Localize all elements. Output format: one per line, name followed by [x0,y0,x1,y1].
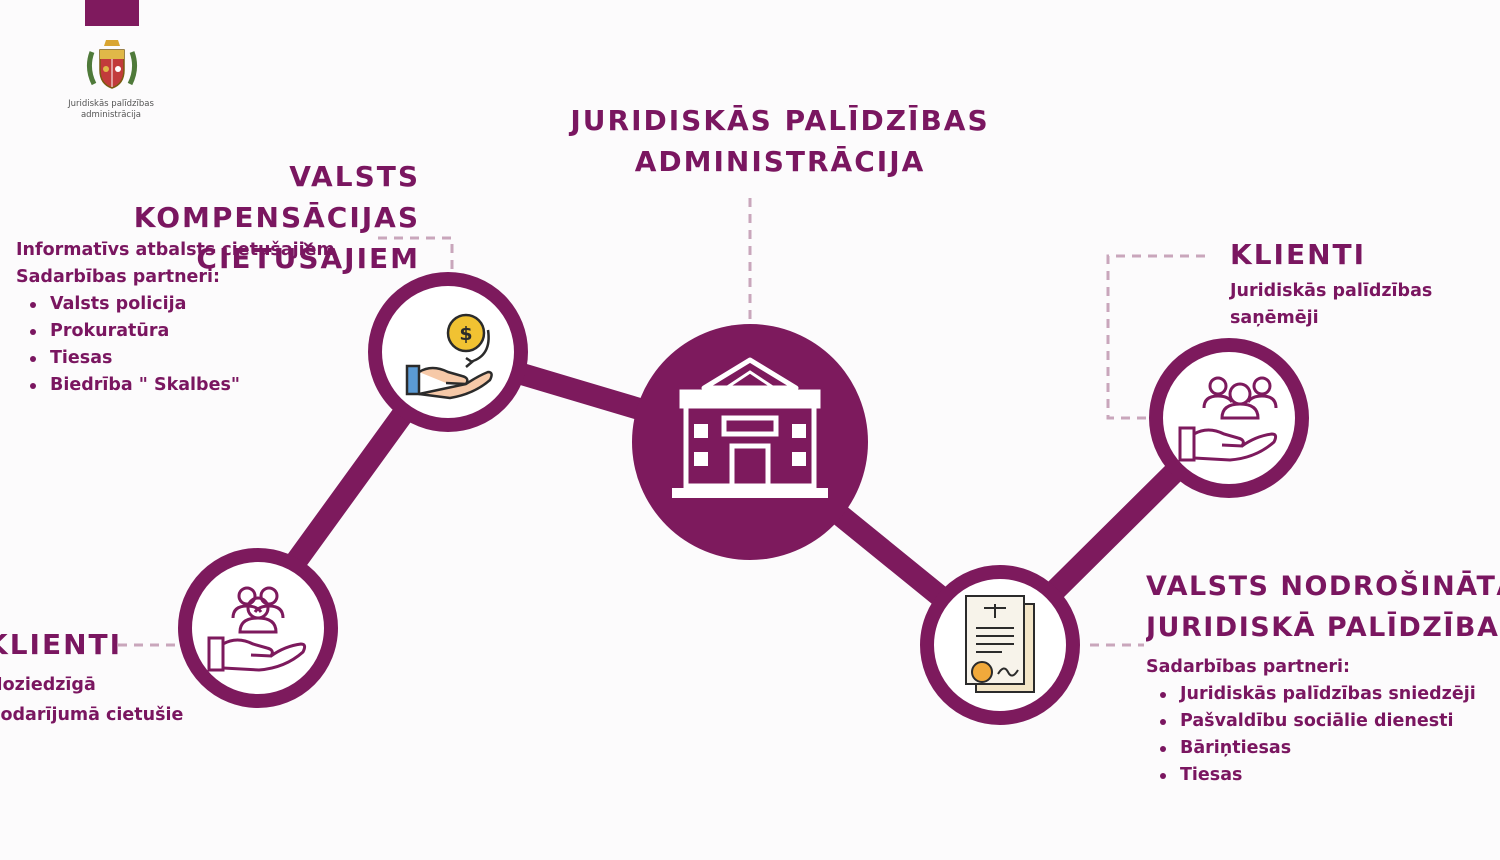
center-title-line1: JURIDISKĀS PALĪDZĪBAS [570,104,990,137]
center-title: JURIDISKĀS PALĪDZĪBAS ADMINISTRĀCIJA [540,100,1020,182]
compensation-details: Informatīvs atbalsts cietušajiem Sadarbī… [16,237,376,399]
clients-left-desc-line2: nodarījumā cietušie [0,705,184,725]
clients-left-title: KLIENTI [0,628,123,661]
list-item: Juridiskās palīdzības sniedzēji [1160,681,1496,708]
list-item: Bāriņtiesas [1160,735,1496,762]
clients-right-desc-line2: saņēmēji [1230,308,1319,328]
building-icon [672,357,828,498]
compensation-partners-list: Valsts policija Prokuratūra Tiesas Biedr… [16,291,376,399]
dashed-connectors [118,198,1205,647]
clients-right-desc: Juridiskās palīdzības saņēmēji [1230,278,1480,332]
clients-left-desc: Noziedzīgā nodarījumā cietušie [0,670,208,730]
legal-aid-title: VALSTS NODROŠINĀTĀ JURIDISKĀ PALĪDZĪBA [1146,566,1500,648]
clients-left-desc-line1: Noziedzīgā [0,675,96,695]
center-node [632,324,868,560]
hand-people-icon [207,586,307,672]
legal-aid-partners-label: Sadarbības partneri: [1146,657,1351,677]
compensation-title-line2: CIETUŠAJIEM [196,242,420,275]
hand-people-icon [1178,376,1278,462]
hand-coin-icon: $ [405,313,493,400]
compensation-partners-label: Sadarbības partneri: [16,267,221,287]
svg-text:$: $ [459,323,472,345]
legal-aid-partners-list: Juridiskās palīdzības sniedzēji Pašvaldī… [1146,681,1496,789]
clients-right-title: KLIENTI [1230,238,1367,271]
compensation-info: Informatīvs atbalsts cietušajiem [16,240,335,260]
list-item: Valsts policija [30,291,376,318]
list-item: Biedrība " Skalbes" [30,372,376,399]
compensation-title-line1: VALSTS KOMPENSĀCIJAS [133,160,420,234]
center-title-line2: ADMINISTRĀCIJA [634,145,926,178]
legal-aid-title-line2: JURIDISKĀ PALĪDZĪBA [1146,612,1500,643]
list-item: Prokuratūra [30,318,376,345]
legal-aid-title-line1: VALSTS NODROŠINĀTĀ [1146,571,1500,602]
coat-of-arms-logo [86,40,138,89]
list-item: Pašvaldību sociālie dienesti [1160,708,1496,735]
clients-right-desc-line1: Juridiskās palīdzības [1230,281,1433,301]
top-accent-bar [85,0,139,26]
legal-document-icon [965,595,1035,693]
legal-aid-details: Sadarbības partneri: Juridiskās palīdzīb… [1146,654,1496,789]
list-item: Tiesas [1160,762,1496,789]
list-item: Tiesas [30,345,376,372]
logo-caption: Juridiskās palīdzības administrācija [68,99,154,120]
node-compensation [368,272,528,432]
compensation-title: VALSTS KOMPENSĀCIJAS CIETUŠAJIEM [0,156,420,279]
